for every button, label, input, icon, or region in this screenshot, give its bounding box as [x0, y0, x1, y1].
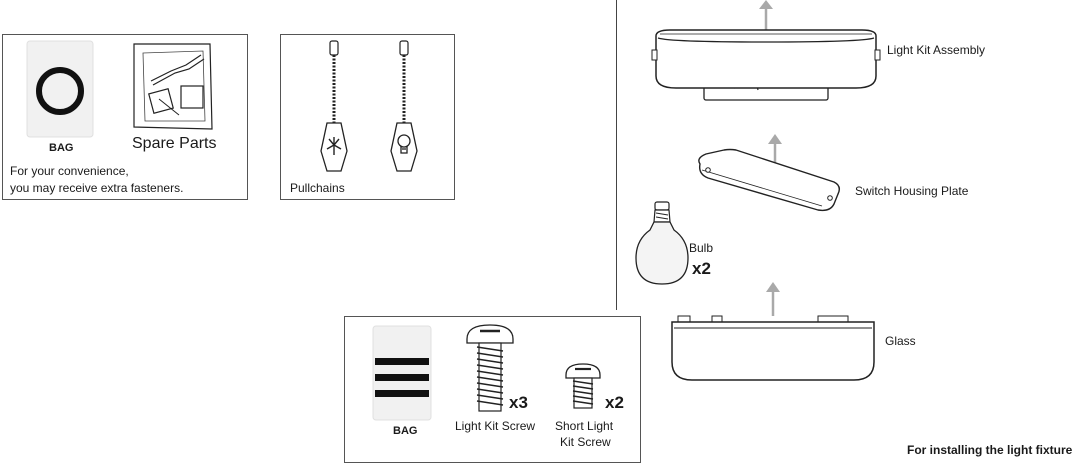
screw-bag-label: BAG — [393, 425, 418, 437]
spare-bag-label: BAG — [49, 142, 74, 154]
light-bulb-symbol-icon — [397, 134, 411, 154]
glass-image — [671, 315, 875, 381]
light-kit-screw-label: Light Kit Screw — [455, 419, 536, 433]
fastener-note-line1: For your convenience, — [10, 164, 129, 178]
fastener-note-line2: you may receive extra fasteners. — [10, 181, 184, 195]
installation-caption: For installing the light fixture — [907, 443, 1073, 457]
spare-bag-icon — [26, 40, 94, 138]
bulb-qty: x2 — [692, 259, 711, 278]
fan-pullchain-icon — [320, 40, 348, 172]
up-arrow-icon — [759, 0, 773, 30]
short-screw-label-line2: Kit Screw — [560, 435, 611, 449]
fan-symbol-icon — [326, 137, 342, 155]
screw-bag-icon — [372, 325, 432, 421]
light-kit-assembly-label: Light Kit Assembly — [887, 43, 986, 57]
short-screw-icon — [565, 363, 601, 409]
light-kit-screw-icon — [466, 324, 514, 412]
light-kit-assembly-image — [651, 29, 881, 101]
pullchains-panel: Pullchains — [280, 34, 455, 200]
glass-label: Glass — [885, 334, 916, 348]
switch-housing-plate-image — [698, 148, 841, 212]
screws-panel: BAG x3 Light Kit Screw x2 Short Light Ki… — [344, 316, 641, 463]
switch-housing-plate-label: Switch Housing Plate — [855, 184, 969, 198]
o-ring-icon — [36, 67, 84, 115]
up-arrow-icon — [768, 134, 782, 166]
up-arrow-icon — [766, 282, 780, 316]
spare-parts-pack-icon — [133, 43, 213, 130]
short-screw-label-line1: Short Light — [555, 419, 614, 433]
short-screw-qty: x2 — [605, 393, 624, 412]
spare-parts-panel: BAG Spare Parts For your convenience, yo… — [2, 34, 248, 200]
pullchains-label: Pullchains — [290, 181, 345, 195]
spare-parts-label: Spare Parts — [132, 135, 217, 152]
section-divider — [616, 0, 617, 310]
bulb-image — [635, 201, 689, 285]
light-kit-screw-qty: x3 — [509, 393, 528, 412]
bulb-label: Bulb — [689, 241, 714, 255]
light-pullchain-icon — [390, 40, 418, 172]
